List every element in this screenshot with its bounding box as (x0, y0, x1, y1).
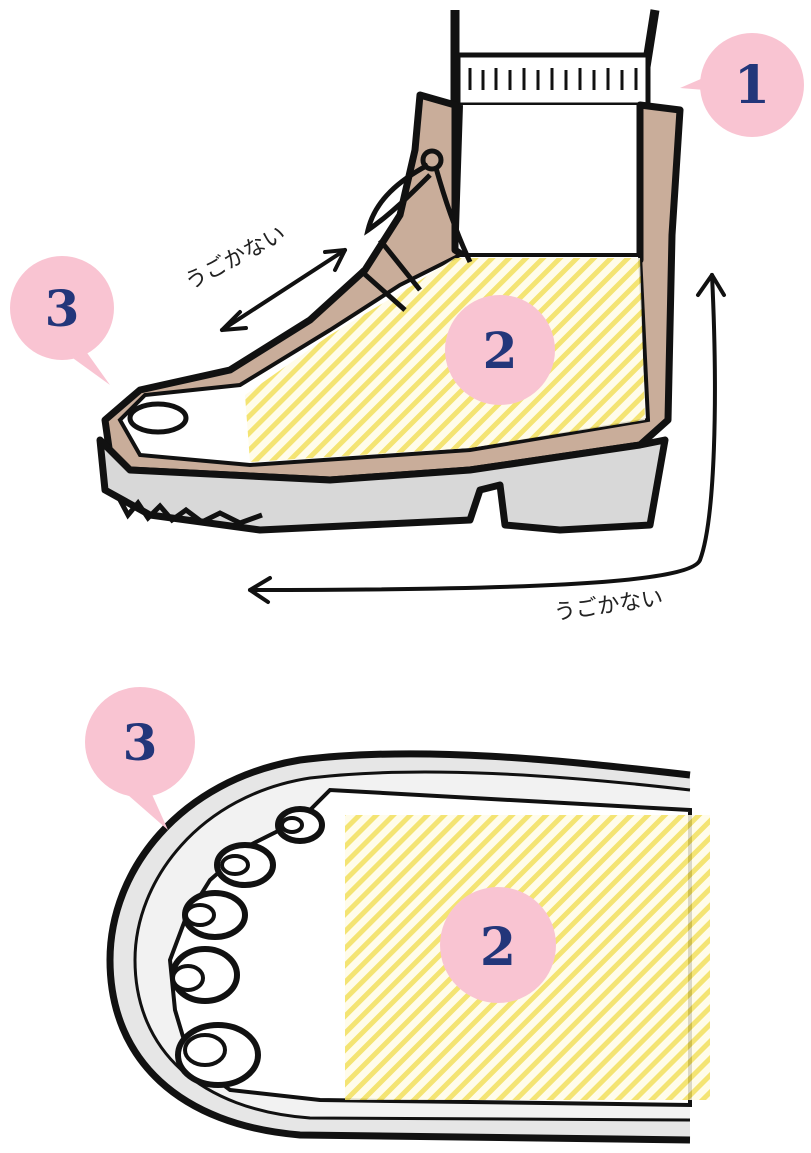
label-number-toe-side: 3 (45, 279, 80, 338)
label-number-ankle: 1 (734, 55, 770, 116)
label-bubble-3-side: 3 (10, 256, 114, 385)
top-view: 2 3 (85, 687, 710, 1140)
leg-sock (455, 10, 655, 260)
label-number-arch-side: 2 (483, 321, 518, 380)
label-bubble-3-top: 3 (85, 687, 195, 830)
heel-annotation: うごかない (552, 586, 664, 626)
side-view: うごかない うごかない 1 2 3 (10, 10, 804, 626)
instep-annotation: うごかない (181, 222, 290, 296)
label-bubble-1: 1 (680, 33, 804, 137)
label-number-toe-top: 3 (123, 713, 158, 772)
label-number-arch-top: 2 (480, 917, 516, 978)
label-bubble-2-top: 2 (440, 887, 556, 1003)
label-bubble-2-side: 2 (445, 295, 555, 405)
big-toe (130, 404, 186, 432)
